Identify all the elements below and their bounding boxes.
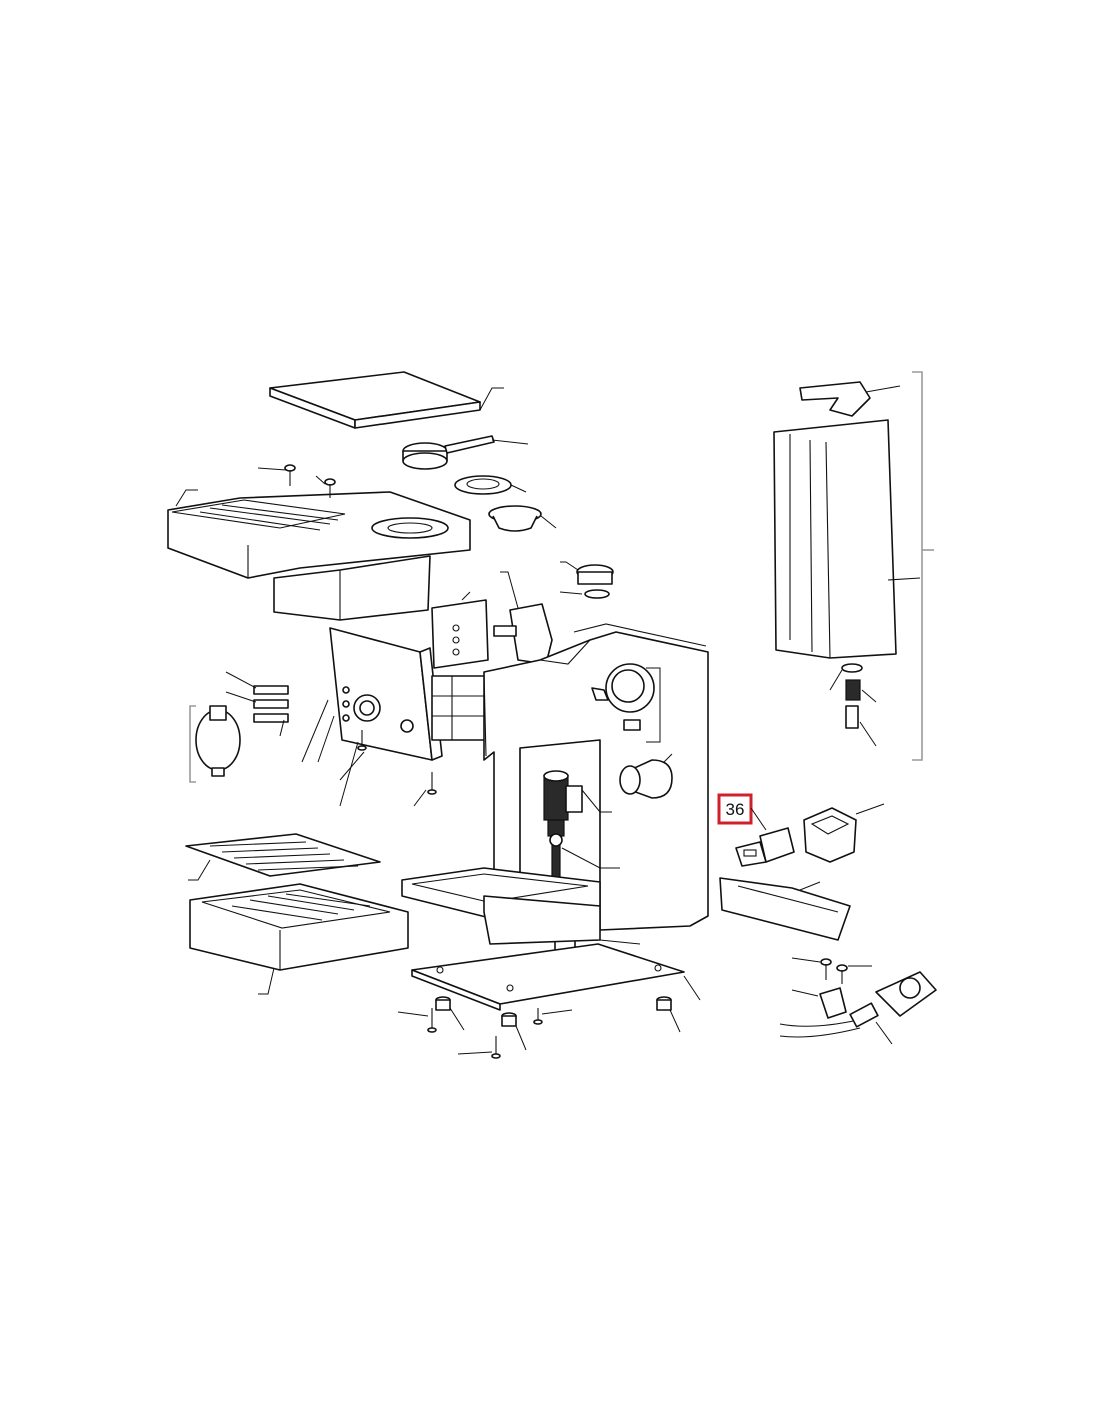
leader-line <box>491 439 529 445</box>
group-head[interactable] <box>543 770 583 837</box>
top-cover[interactable] <box>167 491 471 579</box>
indicator-window <box>431 599 489 669</box>
foot-left[interactable] <box>435 996 451 1011</box>
leader-line <box>861 689 877 703</box>
leader-line <box>855 803 885 815</box>
knob-insert <box>623 719 641 731</box>
filter-disc-large[interactable] <box>454 475 512 495</box>
leader-line <box>258 967 275 995</box>
screw-panel-a[interactable] <box>357 730 367 751</box>
leader-line <box>791 957 821 963</box>
screw-top-right[interactable] <box>324 478 336 498</box>
leader-line <box>188 859 211 881</box>
leader-line <box>449 1007 465 1031</box>
cord-screw-b[interactable] <box>836 964 848 984</box>
leader-line <box>669 1009 681 1033</box>
leader-line <box>225 691 257 703</box>
foot-right[interactable] <box>656 996 672 1011</box>
steam-tube[interactable] <box>549 833 563 883</box>
leader-line <box>500 571 519 609</box>
screw-bottom-center[interactable] <box>533 1008 543 1025</box>
leader-line <box>559 591 583 595</box>
leader-line <box>175 489 198 507</box>
leader-line <box>461 591 471 601</box>
drip-grid[interactable] <box>185 833 381 877</box>
leader-line <box>315 475 326 485</box>
leader-line <box>279 719 285 737</box>
drip-tray[interactable] <box>189 883 409 971</box>
front-control-panel[interactable] <box>329 627 443 761</box>
leader-line <box>510 484 527 493</box>
leader-line <box>339 751 365 781</box>
pump-bracket[interactable] <box>493 603 553 665</box>
leader-line <box>829 669 843 691</box>
group-bracket-left <box>189 705 196 783</box>
cord-screw-a[interactable] <box>820 958 832 980</box>
leader-line <box>581 789 612 813</box>
valve-assembly[interactable] <box>576 564 614 599</box>
foot-center[interactable] <box>501 1012 517 1027</box>
leader-line <box>750 807 767 831</box>
leader-line <box>317 715 335 763</box>
screw-bottom-left[interactable] <box>427 1008 437 1033</box>
screw-panel-b[interactable] <box>427 772 437 795</box>
switch-bank[interactable] <box>431 675 489 741</box>
leader-line <box>599 939 641 945</box>
leader-line <box>887 577 921 581</box>
leader-line <box>859 721 877 747</box>
screw-bottom-lower[interactable] <box>491 1036 501 1059</box>
leader-line <box>225 671 257 689</box>
leader-line <box>397 1011 429 1017</box>
tank-lid-handle[interactable] <box>799 381 871 417</box>
measuring-spoon[interactable] <box>402 435 495 470</box>
water-tank[interactable] <box>773 419 897 659</box>
leader-line <box>865 385 901 393</box>
filter-disc-small[interactable] <box>488 505 542 532</box>
steam-wand-handle[interactable] <box>619 759 673 799</box>
body-drip-tray[interactable] <box>401 867 601 945</box>
leader-line <box>561 847 620 869</box>
leader-line <box>541 1009 573 1015</box>
leader-line <box>413 789 427 807</box>
callout-36[interactable]: 36 <box>717 793 753 825</box>
leader-line <box>799 881 821 891</box>
leader-line <box>257 467 287 471</box>
leader-line <box>515 1025 527 1051</box>
leader-line <box>301 699 329 763</box>
leader-line <box>646 667 661 743</box>
callout-36-label: 36 <box>726 800 745 819</box>
leader-line <box>560 561 579 571</box>
base-plate[interactable] <box>411 943 685 1011</box>
leader-line <box>663 753 673 763</box>
selector-knob[interactable] <box>195 705 241 777</box>
screw-top-left[interactable] <box>284 464 296 486</box>
steam-knob[interactable] <box>591 663 655 713</box>
water-reservoir-housing <box>273 555 431 621</box>
pin-set[interactable] <box>253 685 289 723</box>
power-cord[interactable] <box>779 971 937 1038</box>
leader-line <box>479 387 504 411</box>
cord-clamp[interactable] <box>819 987 847 1019</box>
leader-line <box>339 741 359 807</box>
switch-housing[interactable] <box>803 807 857 863</box>
group-bracket-right <box>912 371 923 761</box>
power-switch[interactable] <box>735 827 795 867</box>
tank-valve-spring[interactable] <box>841 663 863 729</box>
leader-line <box>683 975 701 1001</box>
leader-line <box>791 989 819 997</box>
side-cover[interactable] <box>719 877 851 941</box>
leader-line <box>457 1051 493 1055</box>
leader-line <box>875 1021 893 1045</box>
leader-line <box>540 515 557 529</box>
cup-tray-lid[interactable] <box>269 371 481 429</box>
